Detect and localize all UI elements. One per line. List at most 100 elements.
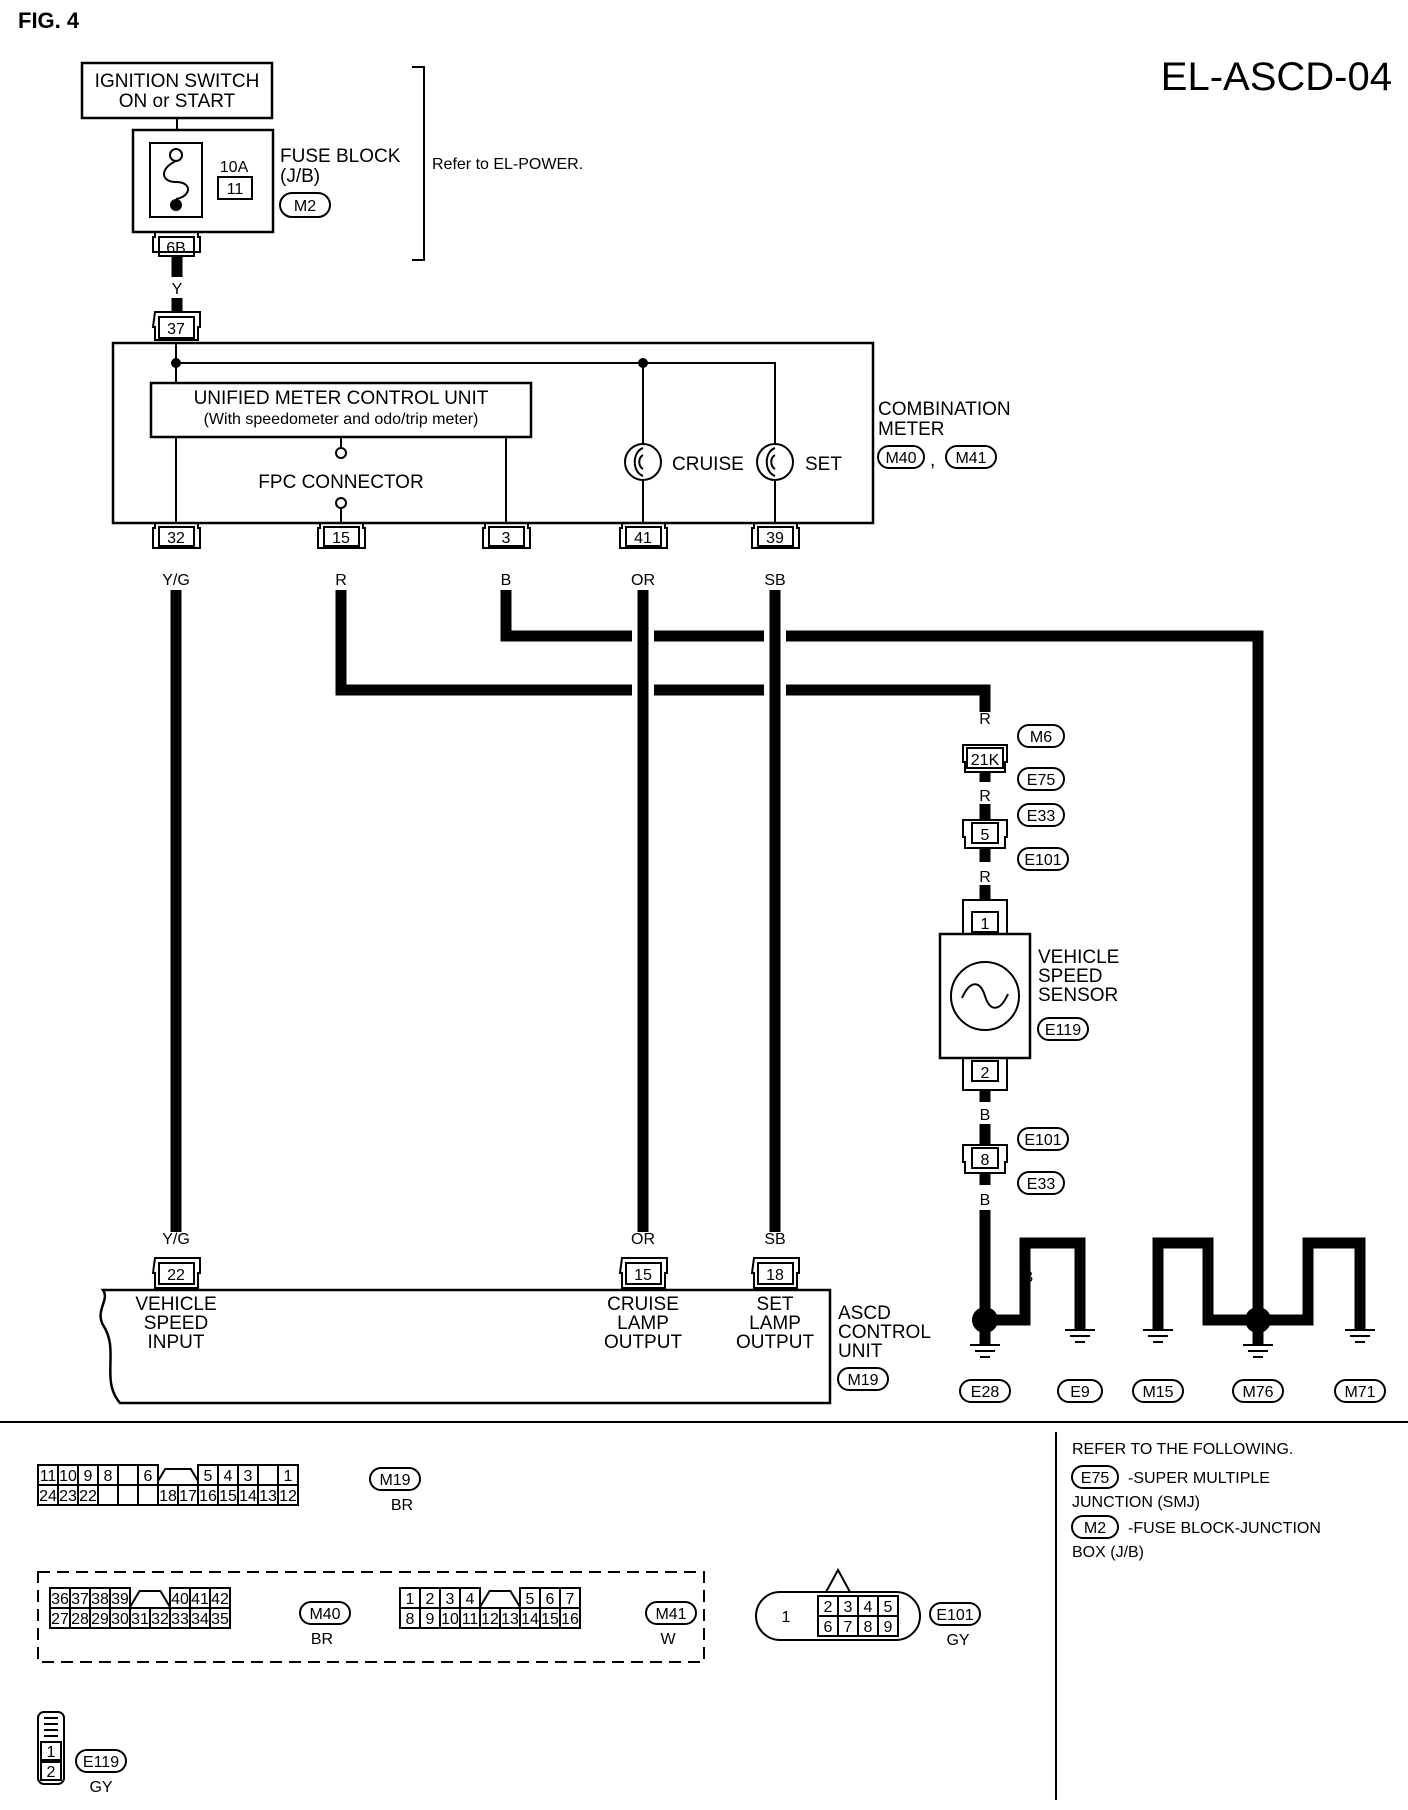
m19-cell [277,1484,299,1506]
legend-e101-label: E101 [936,1607,973,1624]
e101-pin-8: 8 [864,1619,873,1636]
m41-pin-7: 7 [566,1591,575,1608]
m40-pin-41: 41 [191,1591,209,1608]
legend-e101-pin-1: 1 [782,1609,791,1626]
m19-pin-18: 18 [159,1488,177,1505]
ascd-wire-sb: SB [764,1231,785,1248]
meter-output-pins: 32 Y/G 15 R 3 B 41 OR 39 SB [152,523,800,589]
m19-pin-14: 14 [239,1488,257,1505]
pin-15-meter: 15 [332,530,350,547]
m41-pin-1: 1 [406,1591,415,1608]
legend-m41-label: M41 [655,1606,686,1623]
legend-m19-label: M19 [379,1472,410,1489]
ground-wire-b-2: B [1023,1269,1034,1286]
refer-m2: M2 [1084,1520,1106,1537]
legend-e119-pin-1: 1 [47,1744,56,1761]
ascd-wire-yg: Y/G [162,1231,190,1248]
wire-label-r: R [335,572,347,589]
m41-pin-13: 13 [501,1611,519,1628]
m41-pin-16: 16 [561,1611,579,1628]
m19-pin-9: 9 [84,1468,93,1485]
m41-pin-4: 4 [466,1591,475,1608]
wire-b-2: B [980,1192,991,1209]
ground-wire-b-4: B [1153,1269,1164,1286]
ground-symbol-icon [970,1329,1375,1358]
m41-pin-12: 12 [481,1611,499,1628]
ascd-vsi-2: SPEED [144,1313,208,1334]
ac-signal-icon [950,961,1020,1031]
set-lamp-label: SET [805,454,842,475]
e101-pin-6: 6 [824,1619,833,1636]
connector-e33-upper: E33 [1027,808,1056,825]
fuse-block: 10A 11 FUSE BLOCK (J/B) M2 [131,128,401,234]
ascd-pin-15: 15 [634,1267,652,1284]
m40-pin-40: 40 [171,1591,189,1608]
wire-label-or: OR [631,572,655,589]
m41-pin-5: 5 [526,1591,535,1608]
connector-e119: E119 [1045,1022,1081,1039]
cruise-lamp-label: CRUISE [672,454,744,475]
ignition-switch: IGNITION SWITCH ON or START [80,61,274,120]
wire-b-1: B [980,1107,991,1124]
figure-label: FIG. 4 [18,8,80,33]
wire-label-sb: SB [764,572,785,589]
power-reference-bracket: Refer to EL-POWER. [412,66,583,261]
connector-m40: M40 [885,450,916,467]
pin-3: 3 [502,530,511,547]
connector-lock-icon [129,1590,171,1608]
ignition-label-1: IGNITION SWITCH [95,71,260,92]
refer-e75-text-1: -SUPER MULTIPLE [1128,1470,1270,1487]
m19-cell [97,1484,119,1506]
combination-meter: UNIFIED METER CONTROL UNIT (With speedom… [111,341,1011,525]
meter-pin-39: 39 SB [751,523,800,589]
e101-pin-3: 3 [844,1599,853,1616]
ground-wire-b-6: B [1253,1269,1264,1286]
sensor-pin-1: 1 [981,916,990,933]
m40-pin-30: 30 [111,1611,129,1628]
ascd-title-3: UNIT [838,1341,883,1362]
wire-y: Y [172,281,183,298]
ground-wire-b-3: B [1075,1269,1086,1286]
wire-r-3: R [979,869,991,886]
pin-5: 5 [981,827,990,844]
m41-pin-8: 8 [406,1611,415,1628]
m19-cell [117,1464,139,1486]
m40-pin-39: 39 [111,1591,129,1608]
legend-m19-color: BR [391,1497,413,1514]
connector-e75: E75 [1027,772,1056,789]
wiring-harness [170,590,1264,1330]
ground-wire-b-5: B [1203,1269,1214,1286]
m41-pin-6: 6 [546,1591,555,1608]
ascd-cruise-3: OUTPUT [604,1332,683,1353]
ignition-label-2: ON or START [119,91,236,112]
m40-pin-32: 32 [151,1611,169,1628]
m40-pin-33: 33 [171,1611,189,1628]
m19-pin-6: 6 [144,1468,153,1485]
legend-e119-label: E119 [83,1754,119,1771]
m41-pin-14: 14 [521,1611,539,1628]
m19-pin-5: 5 [204,1468,213,1485]
e101-pin-2: 2 [824,1599,833,1616]
m19-pin-8: 8 [104,1468,113,1485]
connector-lock-icon [479,1590,521,1608]
m19-pin-23: 23 [59,1488,77,1505]
ascd-vsi-3: INPUT [148,1332,205,1353]
power-reference: Refer to EL-POWER. [432,156,583,173]
wire-r-2: R [979,788,991,805]
wire-label-yg: Y/G [162,572,190,589]
ground-m76: M76 [1242,1384,1273,1401]
refer-m2-text-2: BOX (J/B) [1072,1544,1144,1561]
combination-meter-title: COMBINATION [878,399,1011,420]
ground-m15: M15 [1142,1384,1173,1401]
fuse-connector-m2: M2 [294,198,316,215]
pin-21k: 21K [971,752,1000,769]
fuse-number: 11 [227,181,244,198]
m40-pin-36: 36 [51,1591,69,1608]
wire-label-b: B [501,572,512,589]
m19-pin-15: 15 [219,1488,237,1505]
ascd-cruise-1: CRUISE [607,1294,679,1315]
connector-e101-upper: E101 [1024,852,1061,869]
meter-pin-15: 15 R [317,523,366,589]
